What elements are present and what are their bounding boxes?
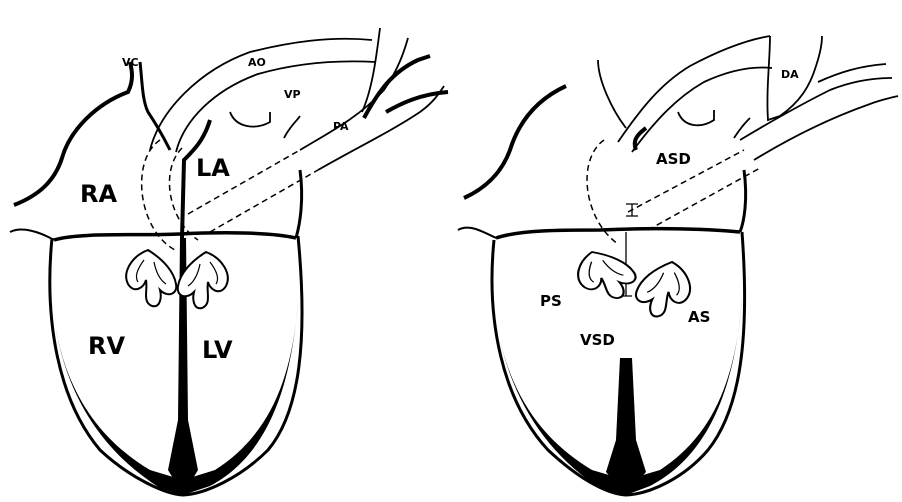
- defect-septum-stub: [606, 358, 646, 495]
- defect-heart: [458, 36, 898, 495]
- label-right-atrium: RA: [80, 182, 117, 206]
- label-vena-cava: VC: [122, 57, 139, 68]
- av-ring: [54, 233, 296, 240]
- label-pulmonary-veins: VP: [284, 89, 301, 100]
- label-ventricular-septal-defect: VSD: [580, 333, 615, 348]
- label-ductus-arteriosus: DA: [781, 69, 799, 80]
- label-aorta: AO: [248, 57, 266, 68]
- label-left-atrium: LA: [196, 156, 230, 180]
- label-pulmonary-stenosis: PS: [540, 294, 562, 309]
- label-aortic-stenosis: AS: [688, 310, 710, 325]
- pulmonary-artery: [300, 38, 408, 150]
- label-left-ventricle: LV: [202, 338, 233, 362]
- label-pulmonary-artery: PA: [333, 121, 349, 132]
- label-atrial-septal-defect: ASD: [656, 152, 691, 167]
- normal-heart: [10, 28, 448, 495]
- label-right-ventricle: RV: [88, 334, 125, 358]
